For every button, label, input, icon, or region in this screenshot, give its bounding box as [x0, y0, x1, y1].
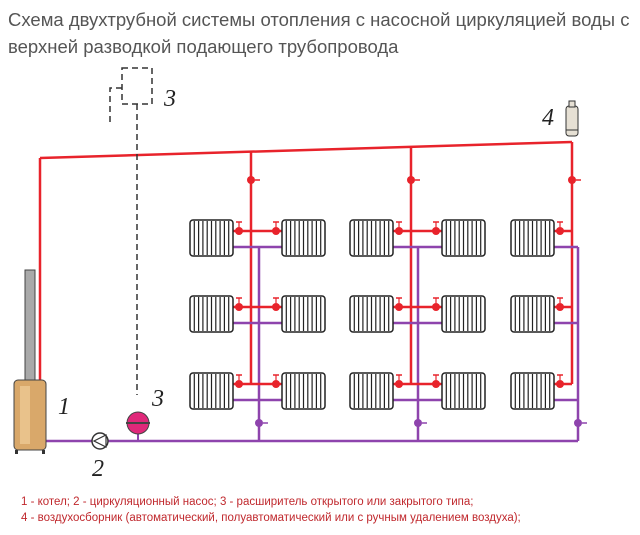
label-open-tank: 3: [163, 86, 176, 112]
radiator: [349, 372, 394, 410]
radiator-valve-icon: [395, 227, 403, 235]
radiator-valve-icon: [556, 227, 564, 235]
return-valve-icon: [414, 419, 422, 427]
radiator-valve-icon: [235, 303, 243, 311]
radiator-valve-icon: [432, 227, 440, 235]
radiator-valve-icon: [272, 303, 280, 311]
radiator-valve-icon: [556, 303, 564, 311]
label-pump: 2: [92, 456, 104, 482]
return-valve-icon: [255, 419, 263, 427]
radiator-valve-icon: [235, 380, 243, 388]
legend-line: 1 - котел; 2 - циркуляционный насос; 3 -…: [21, 496, 474, 508]
chimney: [24, 269, 36, 383]
riser-valve-icon: [247, 176, 255, 184]
riser-valve-icon: [407, 176, 415, 184]
diagram-title: Схема двухтрубной системы отопления с на…: [8, 9, 630, 57]
radiator: [189, 372, 234, 410]
boiler-foot: [42, 450, 45, 454]
radiator: [510, 219, 555, 257]
radiator: [441, 295, 486, 333]
radiator: [189, 295, 234, 333]
label-boiler: 1: [58, 394, 70, 420]
return-valve-icon: [574, 419, 582, 427]
riser-valve-icon: [568, 176, 576, 184]
radiator-valve-icon: [272, 380, 280, 388]
radiator-valve-icon: [432, 380, 440, 388]
radiator: [281, 295, 326, 333]
boiler-foot: [15, 450, 18, 454]
legend: 1 - котел; 2 - циркуляционный насос; 3 -…: [21, 494, 521, 526]
pump-icon: [91, 432, 109, 450]
radiator: [441, 219, 486, 257]
radiator: [189, 219, 234, 257]
radiator: [510, 372, 555, 410]
open-expansion-tank-icon: [109, 67, 153, 395]
radiator-valve-icon: [432, 303, 440, 311]
label-expansion-tank: 3: [151, 386, 164, 412]
radiator-valve-icon: [272, 227, 280, 235]
supply-main-pipe: [39, 140, 573, 160]
legend-line: 4 - воздухосборник (автоматический, полу…: [21, 512, 521, 524]
radiator: [349, 219, 394, 257]
radiator: [441, 372, 486, 410]
label-air-vent: 4: [542, 105, 554, 131]
radiator-valve-icon: [235, 227, 243, 235]
radiator: [281, 219, 326, 257]
radiator: [510, 295, 555, 333]
radiator-valve-icon: [395, 303, 403, 311]
radiator-valve-icon: [556, 380, 564, 388]
expansion-tank-icon: [126, 411, 150, 441]
radiator: [349, 295, 394, 333]
boiler-highlight: [20, 386, 30, 444]
radiator-valve-icon: [395, 380, 403, 388]
radiator: [281, 372, 326, 410]
air-vent-icon: [565, 100, 579, 137]
